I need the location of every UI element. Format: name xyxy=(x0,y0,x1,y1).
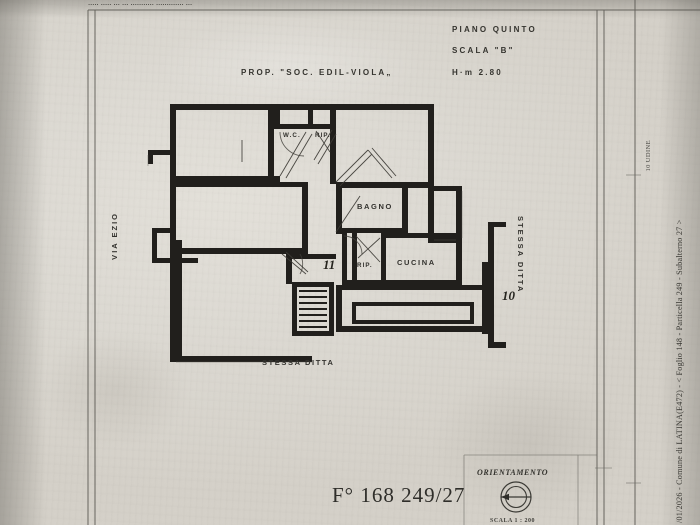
form-frame xyxy=(87,0,700,525)
plan-walls xyxy=(148,104,506,362)
compass-rose xyxy=(500,481,532,513)
plan-hatching xyxy=(241,129,397,275)
door-swings xyxy=(279,131,363,275)
